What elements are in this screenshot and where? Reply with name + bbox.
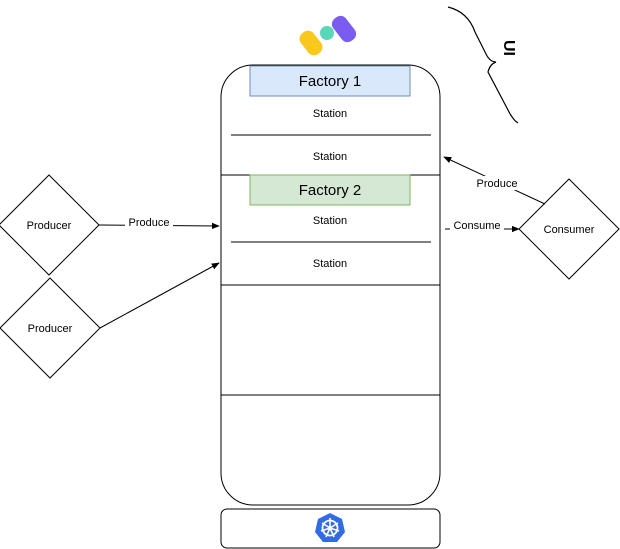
factory1-station-1: Station <box>313 108 347 120</box>
factory2-station-2: Station <box>313 258 347 270</box>
producer-label: Producer <box>27 220 72 232</box>
factory1-header-border <box>249 65 411 97</box>
produce-back-edge-label: Produce <box>477 178 518 190</box>
factory1-header <box>250 66 410 96</box>
produce-edge <box>99 262 220 329</box>
producer-label: Producer <box>28 323 73 335</box>
factory1-station-2: Station <box>313 151 347 163</box>
factory1-title: Factory 1 <box>299 73 362 90</box>
factory2-header <box>250 175 410 205</box>
consumer-label: Consumer <box>544 224 595 236</box>
factory2-station-1: Station <box>313 215 347 227</box>
produce-edge-label: Produce <box>129 217 170 229</box>
factory2-header-border <box>249 174 411 206</box>
producer-node <box>0 277 101 379</box>
ui-brace-label: UI <box>500 40 517 56</box>
kubernetes-icon <box>315 513 345 542</box>
ui-brace <box>447 6 519 124</box>
ui-logo-icon <box>299 15 357 56</box>
producer-node <box>0 174 100 276</box>
consume-edge-label: Consume <box>453 220 500 232</box>
factory2-title: Factory 2 <box>299 182 362 199</box>
